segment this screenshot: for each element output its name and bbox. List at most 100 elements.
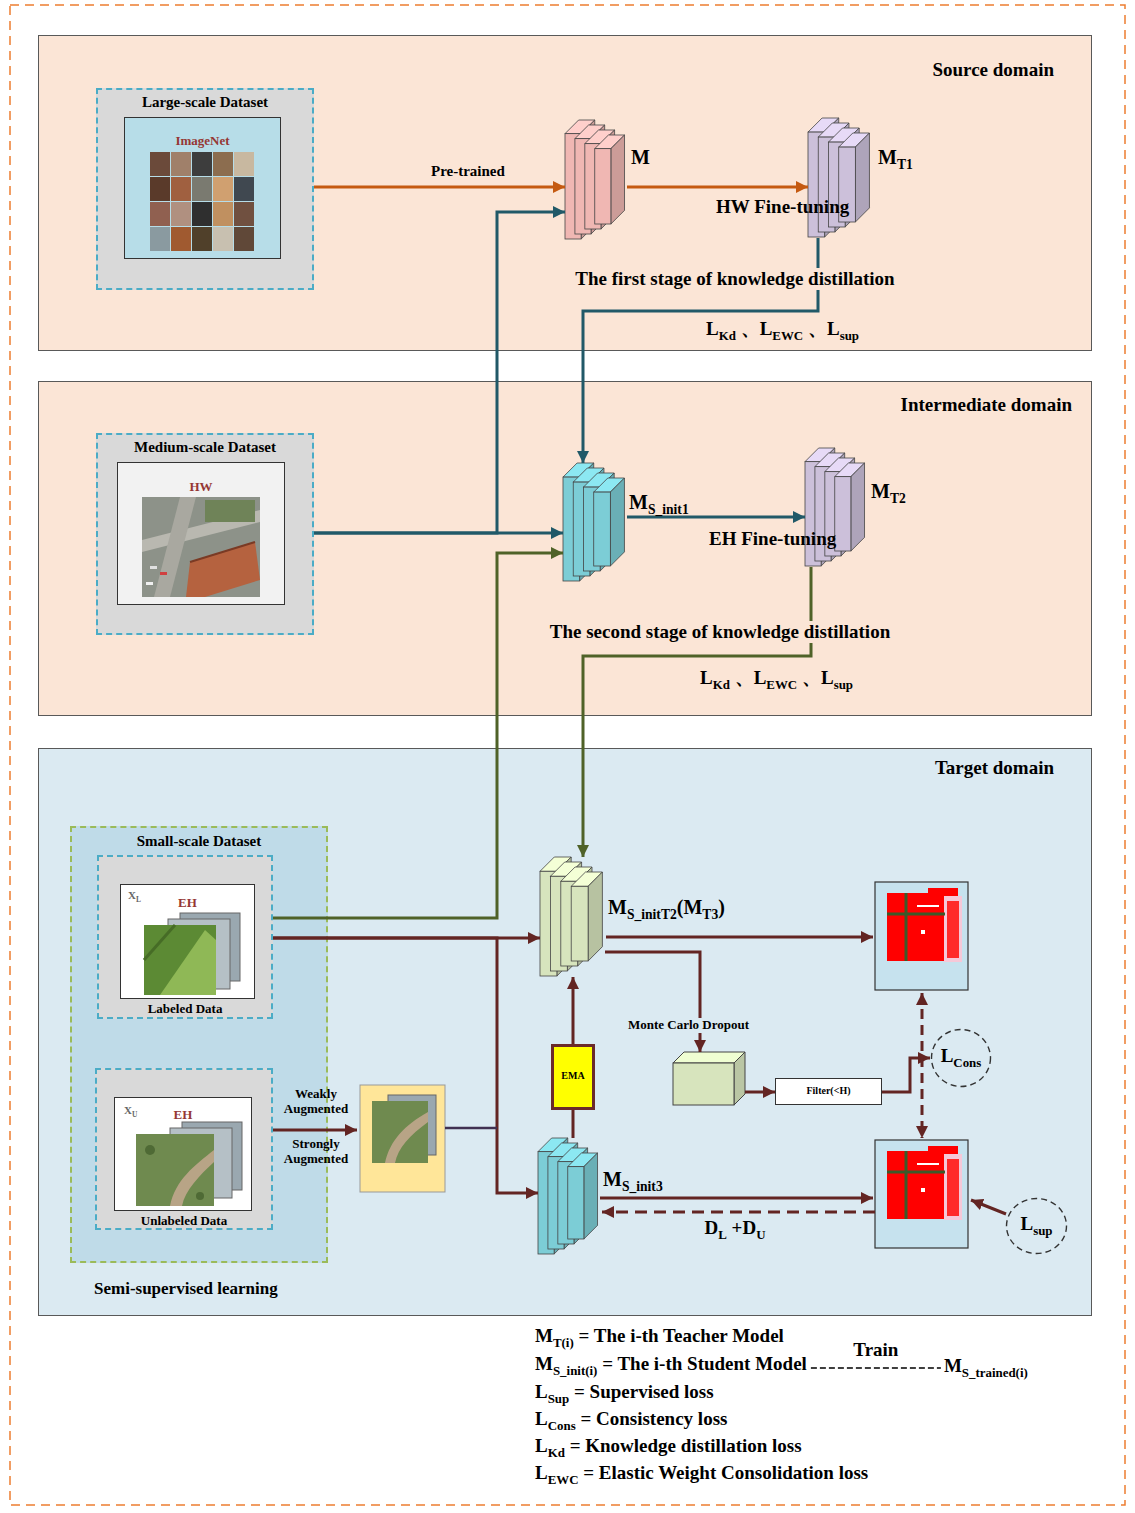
flow-connector — [605, 952, 700, 1052]
text-run: M — [608, 896, 627, 918]
slab-side — [588, 872, 602, 961]
text-holder: MS_init(i) = The i-th Student Model — [535, 1353, 807, 1375]
cube-front — [673, 1063, 734, 1105]
model-slab — [835, 463, 865, 551]
path-in-photo — [385, 1112, 428, 1163]
text-run: L — [821, 667, 834, 688]
text-holder: Train — [853, 1339, 898, 1361]
node-label: Intermediate domain — [900, 394, 1072, 416]
node-label: Target domain — [935, 757, 1054, 779]
bush — [145, 1145, 155, 1155]
subscript: S_init1 — [648, 502, 689, 517]
labeled-photos — [144, 913, 240, 995]
node-label: EMA — [561, 1070, 584, 1082]
text-holder: The first stage of knowledge distillatio… — [572, 268, 897, 290]
class-boundary — [887, 893, 945, 961]
loss-circle: Lsup — [1005, 1197, 1068, 1255]
node-label: Medium-scale Dataset — [134, 439, 276, 456]
subscript: S_initT2 — [627, 907, 677, 922]
photo-tile — [150, 202, 170, 226]
text-holder: LSup = Supervised loss — [535, 1381, 714, 1403]
text-holder: DL +DU — [705, 1217, 766, 1239]
flow-connector — [314, 186, 565, 189]
text-holder: LKd 、LEWC 、Lsup — [700, 667, 853, 689]
text-holder: Lsup — [1005, 1213, 1068, 1235]
node-label: Semi-supervised learning — [94, 1279, 278, 1299]
photo-tile — [234, 202, 254, 226]
slab-front — [595, 149, 611, 224]
text-holder: MT2 — [871, 480, 906, 503]
trees — [205, 500, 255, 522]
dropout-cube-shape — [673, 1052, 745, 1105]
text-run: 、 — [736, 318, 760, 339]
photo-tile — [213, 152, 233, 176]
flow-connector — [583, 567, 811, 857]
grass-patch — [160, 930, 216, 995]
text-holder: MS_init3 — [603, 1168, 663, 1191]
model-block: MT2 — [805, 448, 867, 567]
text-run: M — [944, 1355, 962, 1376]
photo-tile — [171, 202, 191, 226]
prediction-arrow — [600, 1197, 873, 1200]
consistency-arrow — [921, 993, 924, 1138]
unlabeled-photos — [136, 1122, 242, 1206]
car — [146, 582, 153, 585]
edge-label: LKd 、LEWC 、Lsup — [706, 318, 859, 340]
node-label: LCons — [941, 1045, 982, 1067]
augment-label: Weakly Augmented — [279, 1087, 353, 1117]
text-run: L — [941, 1045, 954, 1066]
text-run: 、 — [803, 318, 827, 339]
text-holder: Small-scale Dataset — [72, 833, 326, 850]
text-holder: Labeled Data — [99, 1002, 271, 1017]
data-label: DL +DU — [705, 1217, 766, 1239]
subscript: U — [756, 1227, 765, 1242]
augment-wire — [445, 1127, 497, 1130]
photo-front — [136, 1134, 214, 1206]
subscript: S_init(i) — [553, 1363, 597, 1378]
filter-box: Filter(<H) — [775, 1078, 882, 1105]
text-holder: Weakly Augmented — [279, 1087, 353, 1117]
bush — [196, 1192, 204, 1200]
flow-connector — [572, 1110, 575, 1138]
subscript: sup — [1033, 1223, 1052, 1238]
subscript: EWC — [772, 328, 803, 343]
text-holder: EH — [121, 896, 254, 911]
flow-connector — [627, 186, 808, 189]
subscript: Kd — [719, 328, 736, 343]
roof — [186, 542, 260, 597]
slab-side — [584, 1153, 598, 1239]
text-holder: HW — [118, 480, 284, 495]
node-label: Labeled Data — [148, 1002, 223, 1017]
notation-line: LCons = Consistency loss — [535, 1408, 727, 1430]
node-label: MT1 — [878, 146, 913, 169]
class-region — [947, 901, 959, 958]
subscript: Cons — [548, 1418, 576, 1433]
model-slab — [595, 135, 625, 224]
node-label: EH — [174, 1108, 193, 1123]
node-label: MT2 — [871, 480, 906, 503]
text-run: L — [1020, 1213, 1033, 1234]
text-run: L — [535, 1462, 548, 1483]
edge-label: EH Fine-tuning — [709, 528, 836, 550]
text-holder: Semi-supervised learning — [94, 1279, 278, 1299]
photo-tile — [192, 152, 212, 176]
text-holder: MS_trained(i) — [944, 1355, 1028, 1377]
text-holder: Intermediate domain — [900, 394, 1072, 416]
augmented-box — [360, 1085, 445, 1192]
dropout-cube: Monte Carlo Dropout — [673, 1052, 745, 1105]
text-holder: EH Fine-tuning — [709, 528, 836, 550]
photo-tile — [213, 202, 233, 226]
text-run: X — [124, 1104, 132, 1116]
photo-tile — [213, 227, 233, 251]
node-label: Large-scale Dataset — [142, 94, 268, 111]
photo-front — [144, 925, 216, 995]
model-block: MS_init3 — [538, 1138, 600, 1255]
text-holder: XU — [124, 1104, 137, 1117]
photo-tile — [234, 152, 254, 176]
train-dashes — [811, 1367, 941, 1369]
slab-front — [835, 477, 851, 551]
text-run: M — [535, 1353, 553, 1374]
text-holder: MT1 — [878, 146, 913, 169]
slab-front — [568, 1167, 584, 1239]
model-block-shape — [805, 448, 867, 567]
